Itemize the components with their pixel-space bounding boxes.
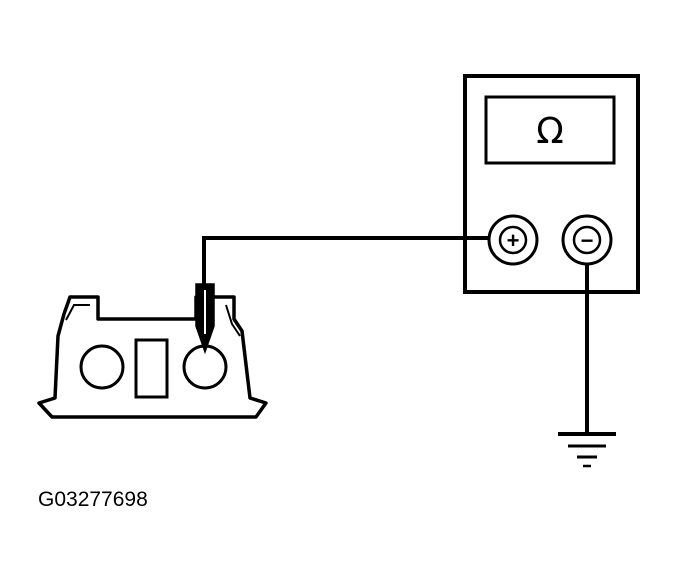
negative-terminal-label: − [581,228,594,253]
multimeter-display [484,95,616,165]
negative-terminal-inner [572,225,602,255]
figure-id-label: G03277698 [38,488,148,511]
connector-inner-right-contour [225,304,241,337]
positive-lead-wire [202,236,489,290]
positive-terminal-label: + [507,228,520,253]
connector-cavity-left [79,344,125,390]
ohm-symbol: Ω [536,111,564,152]
multimeter: Ω + − [463,74,640,294]
ground-icon [558,432,616,468]
positive-terminal-inner [498,225,528,255]
meter-probe [195,283,215,355]
electrical-connector [37,295,268,419]
connector-inner-left-contour [65,304,90,321]
connector-cavity-center [134,338,169,399]
